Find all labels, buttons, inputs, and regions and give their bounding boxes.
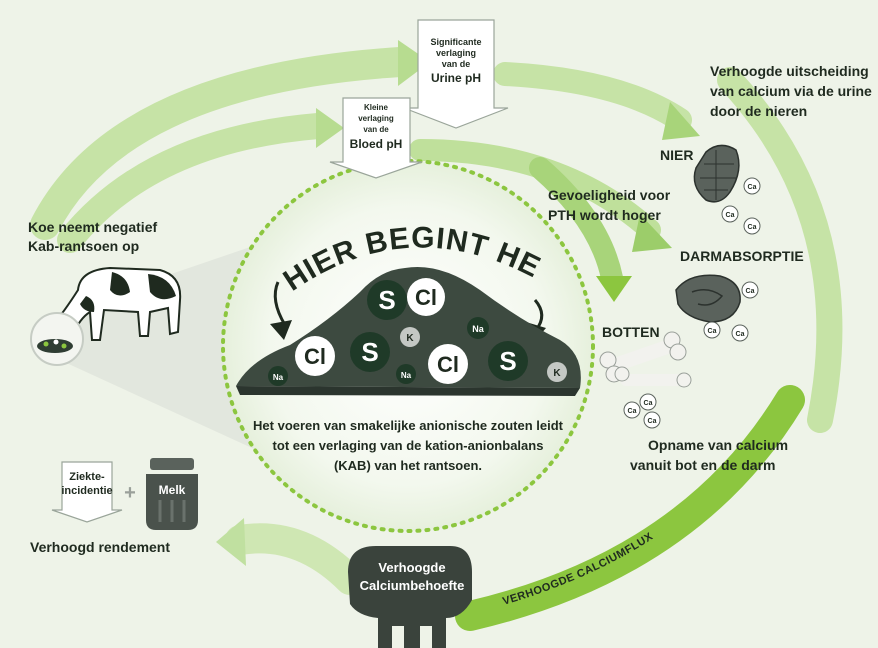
urine-to-nier-arrowhead — [662, 102, 700, 140]
svg-text:incidentie: incidentie — [61, 485, 112, 497]
opname-line1: Opname van calcium — [648, 437, 788, 453]
left-curved-arrow — [273, 281, 287, 326]
kidney-text-line3: door de nieren — [710, 103, 807, 119]
svg-text:K: K — [406, 333, 414, 344]
svg-text:S: S — [361, 337, 378, 367]
ion-circle-icon — [428, 344, 468, 384]
ziekte-box: Ziekte- incidentie — [51, 461, 123, 523]
ion-circle-icon — [407, 278, 445, 316]
svg-text:Melk: Melk — [159, 483, 186, 497]
svg-text:Ca: Ca — [748, 224, 757, 231]
pth-to-bones-arrowhead — [596, 276, 632, 302]
svg-text:Cl: Cl — [437, 352, 459, 377]
svg-text:Ca: Ca — [648, 418, 657, 425]
cow-icon — [30, 266, 182, 366]
svg-text:Kleine: Kleine — [364, 103, 389, 112]
svg-text:Ziekte-: Ziekte- — [69, 471, 105, 483]
left-return-arrowhead — [216, 518, 246, 566]
pth-text-line2: PTH wordt hoger — [548, 207, 661, 223]
svg-text:S: S — [378, 285, 395, 315]
kidney-icon — [693, 144, 740, 203]
svg-text:Urine pH: Urine pH — [431, 71, 481, 85]
svg-text:Cl: Cl — [304, 344, 326, 369]
left-curved-arrowhead — [270, 320, 292, 340]
bone-icon — [599, 331, 692, 388]
pth-text-line1: Gevoeligheid voor — [548, 187, 671, 203]
svg-text:verlaging: verlaging — [436, 48, 476, 58]
svg-text:verlaging: verlaging — [358, 114, 394, 123]
ion-circle-icon — [400, 327, 420, 347]
kidney-ca-ions: Ca Ca Ca — [721, 177, 761, 235]
intestine-ca-ions: Ca Ca Ca — [703, 281, 759, 342]
urine-to-nier-arrow — [493, 62, 692, 132]
inner-arc-arrowhead — [316, 108, 344, 148]
svg-text:Ca: Ca — [628, 408, 637, 415]
svg-text:Cl: Cl — [415, 285, 437, 310]
bloed-ph-box: Kleine verlaging van de Bloed pH — [329, 97, 423, 179]
blood-to-pth-arrowhead — [632, 214, 672, 252]
ion-circle-icon — [367, 280, 407, 320]
svg-text:Ca: Ca — [708, 328, 717, 335]
ion-circle-icon — [547, 362, 567, 382]
svg-text:Calciumbehoefte: Calciumbehoefte — [360, 578, 465, 593]
cycle-arrows — [30, 40, 843, 631]
opname-line2: vanuit bot en de darm — [630, 457, 775, 473]
milk-can-icon: Melk — [146, 458, 198, 530]
svg-text:Significante: Significante — [430, 37, 481, 47]
svg-text:Ca: Ca — [746, 288, 755, 295]
intestine-icon — [675, 274, 741, 323]
svg-text:Na: Na — [401, 371, 412, 380]
cow-label-line1: Koe neemt negatief — [28, 219, 157, 235]
inner-arc-arrow — [57, 113, 331, 253]
cow-label-line2: Kab-rantsoen op — [28, 238, 139, 254]
ion-circle-icon — [350, 332, 390, 372]
svg-text:Ca: Ca — [748, 184, 757, 191]
outer-arc-arrowhead — [398, 40, 430, 86]
calciumflux-arc — [455, 385, 805, 631]
pth-to-bones-arrow — [529, 157, 623, 289]
kidney-text-line1: Verhoogde uitscheiding — [710, 63, 869, 79]
botten-label: BOTTEN — [602, 324, 660, 340]
left-return-arrow — [225, 523, 365, 595]
center-text-line3: (KAB) van het rantsoen. — [334, 458, 482, 473]
svg-text:S: S — [499, 346, 516, 376]
urine-ph-box: Significante verlaging van de Urine pH — [403, 19, 509, 129]
plus-sign: + — [124, 482, 136, 504]
svg-text:Ca: Ca — [736, 331, 745, 338]
svg-text:van de: van de — [363, 125, 389, 134]
svg-text:K: K — [553, 368, 561, 379]
center-text-line1: Het voeren van smakelijke anionische zou… — [253, 418, 564, 433]
ion-circles: S Cl K Na Cl S Na Cl S Na K — [268, 278, 567, 386]
ion-circle-icon — [295, 336, 335, 376]
udder-icon: Verhoogde Calciumbehoefte — [348, 546, 472, 648]
bone-ca-ions: Ca Ca Ca — [623, 393, 661, 429]
svg-text:Na: Na — [472, 324, 484, 334]
rendement-label: Verhoogd rendement — [30, 539, 170, 555]
darmabsorptie-label: DARMABSORPTIE — [680, 248, 804, 264]
ion-circle-icon — [268, 366, 288, 386]
ion-circle-icon — [396, 364, 416, 384]
svg-text:Bloed pH: Bloed pH — [350, 137, 403, 151]
kidney-text-line2: van calcium via de urine — [710, 83, 872, 99]
center-text-line2: tot een verlaging van de kation-anionbal… — [273, 438, 544, 453]
ion-circle-icon — [488, 341, 528, 381]
svg-text:Ca: Ca — [644, 400, 653, 407]
svg-text:Ca: Ca — [726, 212, 735, 219]
ion-circle-icon — [467, 317, 489, 339]
svg-text:van de: van de — [442, 59, 471, 69]
nier-label: NIER — [660, 147, 693, 163]
right-flux-arc — [717, 67, 843, 433]
svg-text:Na: Na — [273, 373, 284, 382]
svg-text:Verhoogde: Verhoogde — [378, 560, 445, 575]
outer-arc-arrow — [30, 47, 415, 240]
